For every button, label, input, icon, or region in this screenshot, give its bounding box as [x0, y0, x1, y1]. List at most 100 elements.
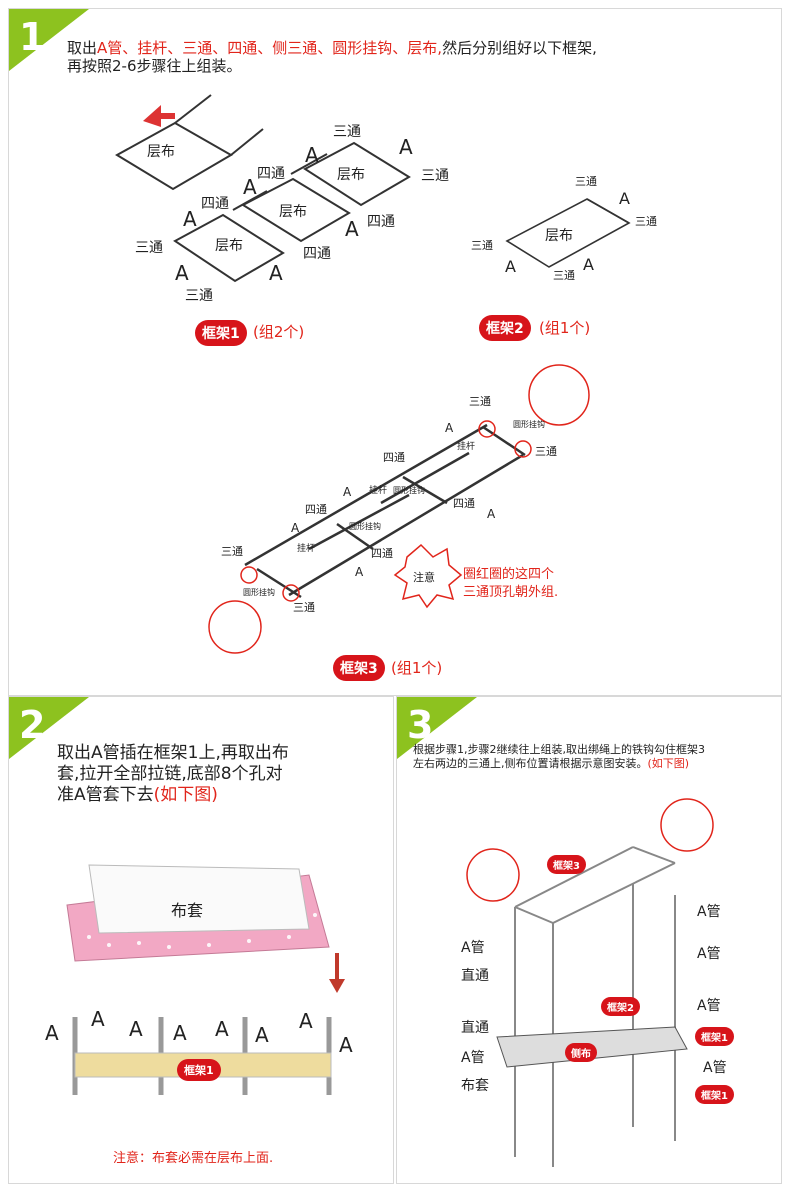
step1-text-prefix: 取出 [67, 39, 98, 57]
frame1-A-1: A [305, 143, 319, 167]
frame1-label-cengbu-3: 层布 [279, 204, 307, 220]
step2-instructions: 取出A管插在框架1上,再取出布 套,拉开全部拉链,底部8个孔对 准A管套下去(如… [57, 743, 377, 806]
step1-text-suffix: 然后分别组好以下框架, [442, 39, 597, 57]
frame3-label-yuanxing-1: 圆形挂钩 [513, 420, 545, 429]
step2-A-4: A [173, 1021, 187, 1045]
frame3-A-5: A [355, 565, 364, 579]
frame3-label-yuanxing-2: 圆形挂钩 [393, 486, 425, 495]
frame1-A-6: A [175, 261, 189, 285]
frame1-label-cengbu-2: 层布 [337, 167, 365, 183]
frame1-label-santong-4: 三通 [185, 288, 213, 304]
frame1-label-sitong-1: 四通 [257, 166, 285, 182]
frame1-label-santong-3: 三通 [135, 240, 163, 256]
frame3-A-1: A [445, 421, 454, 435]
step3-frame1-badge-2: 框架1 [695, 1085, 734, 1104]
frame2-A-2: A [505, 257, 516, 276]
step2-A-8: A [339, 1033, 353, 1057]
frame2-label-santong-4: 三通 [553, 269, 575, 282]
step2-A-2: A [91, 1007, 105, 1031]
frame1-label-sitong-2: 四通 [201, 196, 229, 212]
frame3-label-yuanxing-3: 圆形挂钩 [349, 522, 381, 531]
step2-A-3: A [129, 1017, 143, 1041]
frame3-label-guagan-3: 挂杆 [297, 544, 316, 554]
frame3-label-santong-4: 三通 [293, 601, 315, 614]
frame1-label-santong-2: 三通 [421, 168, 449, 184]
frame2-A-3: A [583, 255, 594, 274]
frame3-label-yuanxing-4: 圆形挂钩 [243, 588, 275, 597]
frame2-badge: 框架2 [479, 315, 531, 341]
frame3-warning-icon: 注意 [413, 571, 435, 584]
step1-instructions: 取出A管、挂杆、三通、四通、侧三通、圆形挂钩、层布,然后分别组好以下框架, 再按… [67, 39, 777, 75]
step1-line2: 再按照2-6步骤往上组装。 [67, 57, 242, 75]
step3-label-A-5: A管 [461, 1050, 485, 1066]
step3-text2-red: (如下图) [647, 757, 690, 770]
step1-parts-list: A管、挂杆、三通、四通、侧三通、圆形挂钩、层布, [97, 39, 443, 57]
step2-line1-a: 取出 [57, 743, 91, 763]
frame1-diagram [115, 94, 631, 654]
frame3-label-sitong-1: 四通 [383, 451, 405, 464]
step3-text2: 左右两边的三通上,侧布位置请根据示意图安装。 [413, 757, 648, 770]
step3-panel: 3 根据步骤1,步骤2继续往上组装,取出绑绳上的铁钩勾住框架3 左右两边的三通上… [396, 696, 782, 1184]
frame3-badge-note: (组1个) [391, 659, 443, 677]
frame1-A-7: A [269, 261, 283, 285]
frame3-label-sitong-4: 四通 [371, 547, 393, 560]
frame3-A-4: A [487, 507, 496, 521]
step3-diagram [466, 798, 714, 1167]
step3-instructions: 根据步骤1,步骤2继续往上组装,取出绑绳上的铁钩勾住框架3 左右两边的三通上,侧… [413, 743, 779, 771]
frame3-label-sitong-3: 四通 [305, 503, 327, 516]
step2-label-butao: 布套 [171, 901, 204, 920]
frame3-warning-text-2: 三通顶孔朝外组. [463, 585, 559, 600]
frame1-label-sitong-4: 四通 [303, 246, 331, 262]
step3-label-A-4: A管 [697, 998, 721, 1014]
frame1-label-santong-1: 三通 [333, 124, 361, 140]
step2-line2: 套,拉开全部拉链,底部8个孔对 [57, 764, 283, 784]
frame2-label-cengbu: 层布 [545, 228, 573, 244]
step3-frame2-badge: 框架2 [601, 997, 640, 1016]
step3-label-butao: 布套 [461, 1078, 489, 1094]
frame1-label-cengbu-1: 层布 [147, 144, 175, 160]
step3-frame3-badge: 框架3 [547, 855, 586, 874]
frame2-A-1: A [619, 189, 630, 208]
step3-label-A-3: A管 [697, 946, 721, 962]
step2-A-1: A [45, 1021, 59, 1045]
step2-A-6: A [255, 1023, 269, 1047]
step3-label-A-6: A管 [703, 1060, 727, 1076]
frame3-label-santong-2: 三通 [535, 445, 557, 458]
step3-label-zhitong-1: 直通 [461, 968, 489, 984]
step2-A-7: A [299, 1009, 313, 1033]
frame1-label-cengbu-4: 层布 [215, 238, 243, 254]
frame2-label-santong-3: 三通 [471, 239, 493, 252]
frame1-A-3: A [243, 175, 257, 199]
frame3-A-3: A [291, 521, 300, 535]
step2-number: 2 [19, 703, 46, 747]
step3-label-zhitong-2: 直通 [461, 1020, 489, 1036]
step3-number: 3 [407, 703, 434, 747]
frame3-A-2: A [343, 485, 352, 499]
step2-frame1-badge: 框架1 [177, 1059, 221, 1081]
step3-label-A-1: A管 [697, 904, 721, 920]
frame3-badge: 框架3 [333, 655, 385, 681]
frame3-label-santong-1: 三通 [469, 395, 491, 408]
frame1-badge-note: (组2个) [253, 323, 305, 341]
frame3-label-santong-3: 三通 [221, 545, 243, 558]
step2-line3-a: 准A管套下去 [57, 785, 154, 805]
step3-cebu-badge: 侧布 [565, 1043, 597, 1062]
step1-panel: 1 取出A管、挂杆、三通、四通、侧三通、圆形挂钩、层布,然后分别组好以下框架, … [8, 8, 782, 696]
frame3-label-guagan-1: 挂杆 [457, 442, 476, 452]
step2-line3-b: (如下图) [153, 785, 218, 805]
step2-A-5: A [215, 1017, 229, 1041]
step3-frame1-badge-1: 框架1 [695, 1027, 734, 1046]
frame2-badge-note: (组1个) [539, 319, 591, 337]
step2-panel: 2 取出A管插在框架1上,再取出布 套,拉开全部拉链,底部8个孔对 准A管套下去… [8, 696, 394, 1184]
frame3-label-sitong-2: 四通 [453, 497, 475, 510]
frame1-badge: 框架1 [195, 320, 247, 346]
step2-line1-b: A管插在框架1上,再取出布 [91, 743, 289, 763]
step3-text1: 根据步骤1,步骤2继续往上组装,取出绑绳上的铁钩勾住框架3 [413, 743, 705, 756]
step2-note: 注意：布套必需在层布上面. [113, 1151, 274, 1166]
frame3-label-guagan-2: 挂杆 [369, 486, 388, 496]
frame2-label-santong-1: 三通 [575, 175, 597, 188]
frame1-A-4: A [183, 207, 197, 231]
frame3-warning-text-1: 圈红圈的这四个 [463, 567, 555, 582]
frame1-label-sitong-3: 四通 [367, 214, 395, 230]
step2-diagram [66, 864, 345, 1095]
